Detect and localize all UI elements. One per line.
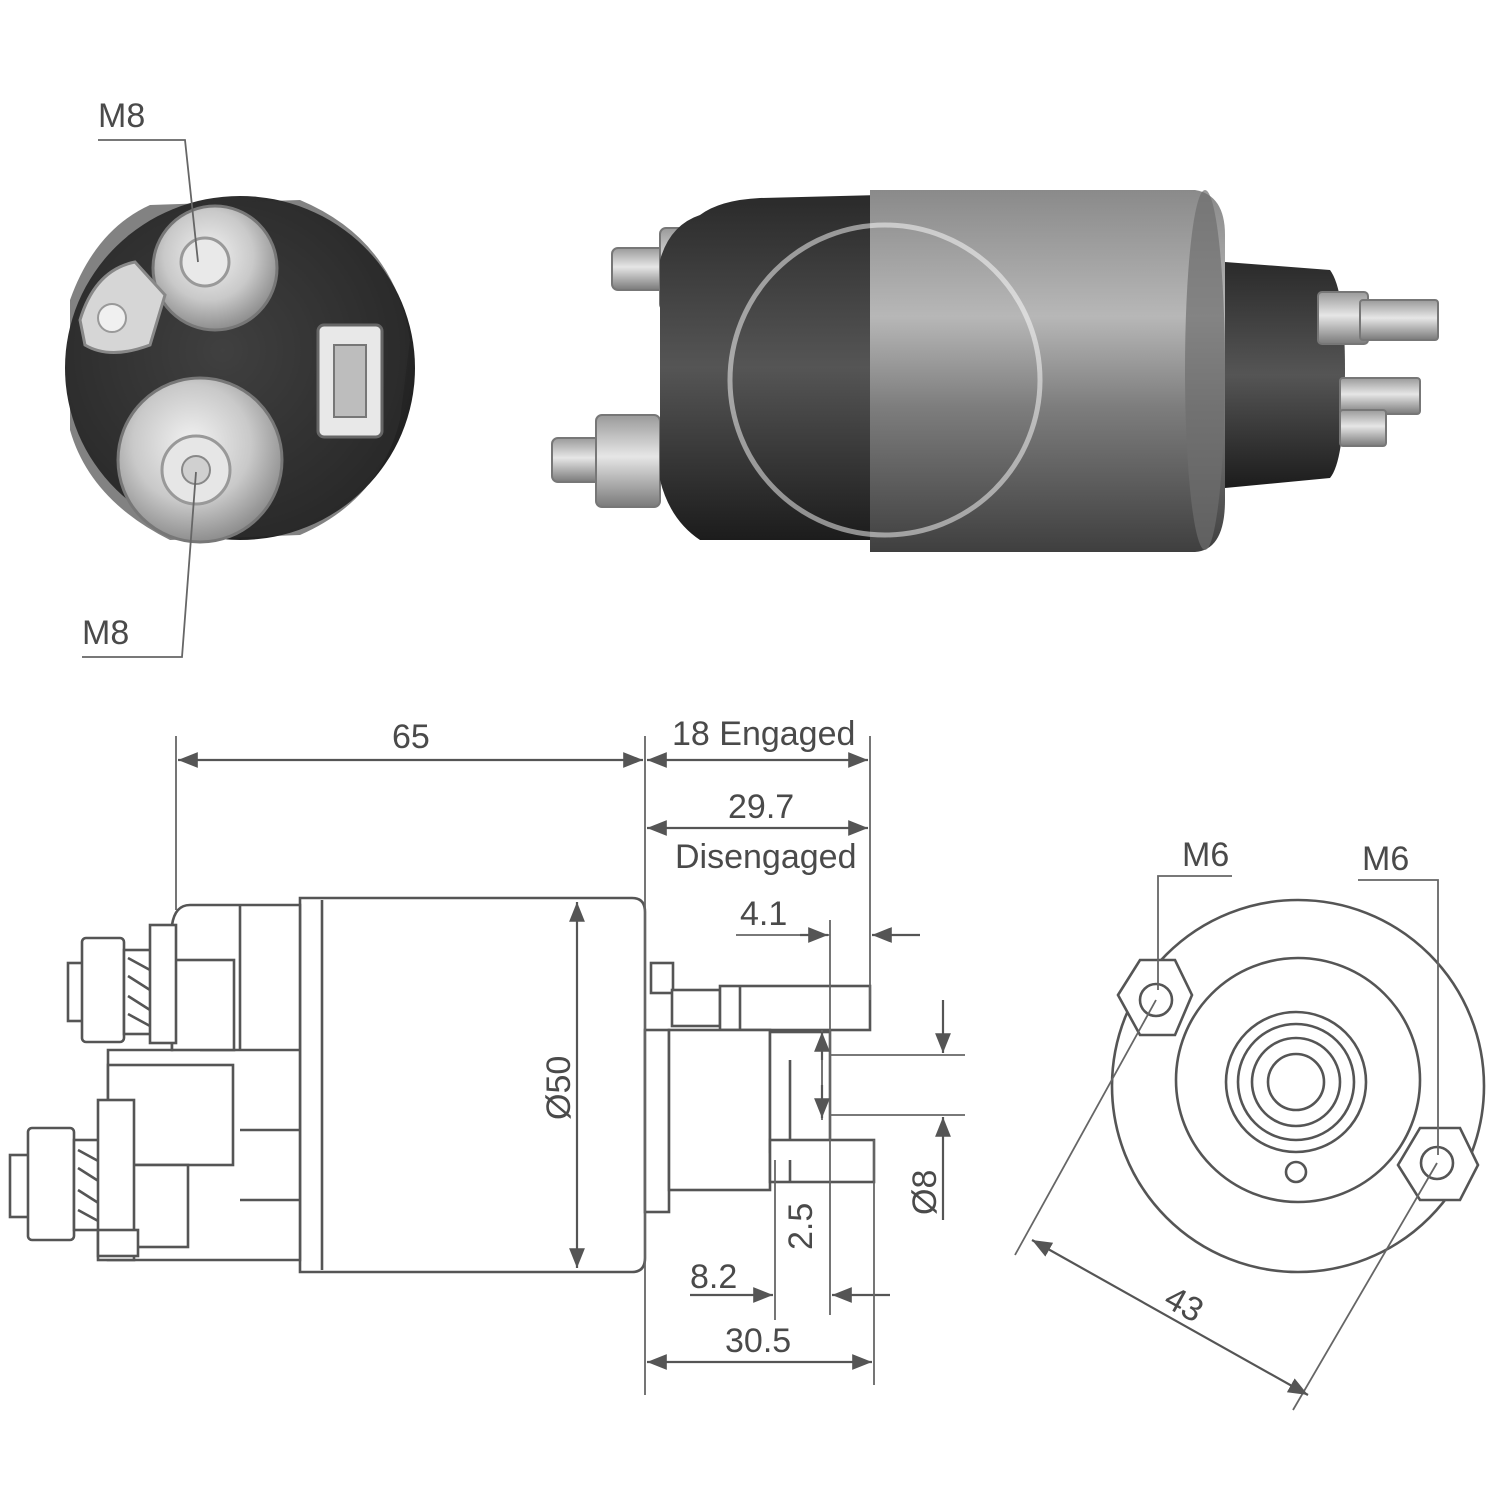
photo-side-view [551, 190, 1439, 552]
mount-label-right-text: M6 [1362, 840, 1409, 878]
dim-overall-length: 65 [175, 718, 646, 1395]
photo-label-top-text: M8 [98, 97, 145, 135]
photo-label-top: M8 [98, 97, 199, 263]
dim-plunger-length-text: 30.5 [725, 1322, 791, 1360]
dim-pin-diameter: Ø8 [830, 1000, 965, 1220]
dim-offset-text: 4.1 [740, 895, 787, 933]
dim-plunger-length: 30.5 [647, 1140, 875, 1385]
front-view [1110, 898, 1486, 1274]
dim-pin-diameter-text: Ø8 [906, 1170, 944, 1215]
mount-label-left: M6 [1157, 836, 1232, 990]
dim-overall-length-text: 65 [392, 718, 430, 756]
photo-end-view [65, 196, 415, 544]
dim-diameter: Ø50 [540, 902, 585, 1268]
dim-offset: 4.1 [736, 895, 920, 1200]
dim-disengaged-label: Disengaged [675, 838, 856, 876]
mount-label-left-text: M6 [1182, 836, 1229, 874]
dim-pin-gap-text: 2.5 [782, 1203, 820, 1250]
dim-engaged-text: 18 Engaged [672, 715, 855, 753]
dim-flange-offset-text: 8.2 [690, 1258, 737, 1296]
dim-disengaged: 29.7 Disengaged [647, 788, 868, 876]
side-elevation [8, 896, 876, 1274]
dim-mount-spacing-text: 43 [1158, 1279, 1210, 1331]
mount-label-right: M6 [1358, 840, 1439, 1155]
dim-mount-spacing: 43 [1014, 999, 1438, 1411]
dim-disengaged-value: 29.7 [728, 788, 794, 826]
dim-diameter-text: Ø50 [540, 1056, 578, 1120]
dim-flange-offset: 8.2 [690, 1160, 890, 1320]
dim-engaged: 18 Engaged [647, 715, 871, 1000]
photo-label-bottom: M8 [82, 471, 197, 658]
dim-pin-gap: 2.5 [782, 1030, 830, 1250]
photo-label-bottom-text: M8 [82, 614, 129, 652]
